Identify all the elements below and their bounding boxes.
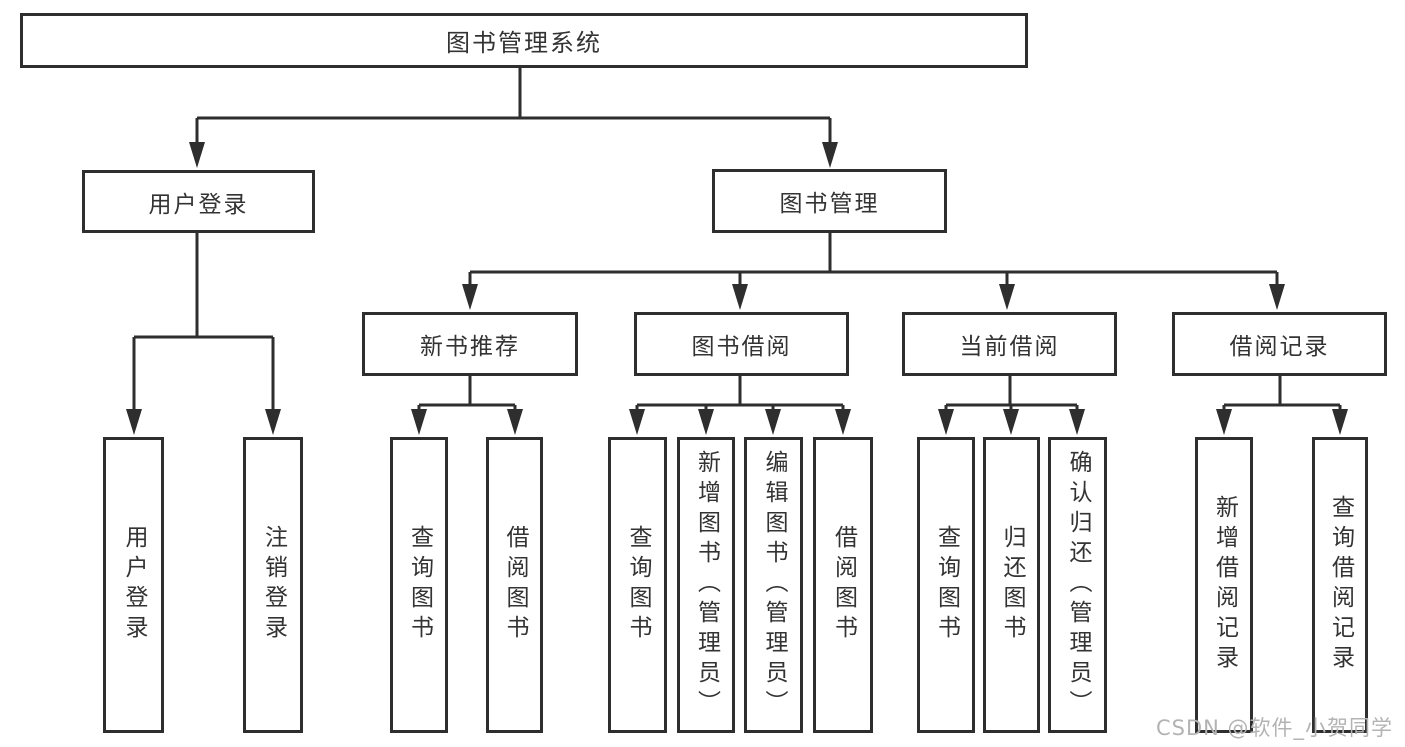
leaf-label: 用户登录	[121, 525, 147, 645]
arrow-down-icons	[126, 142, 1348, 435]
leaf-label: 查询图书	[625, 525, 651, 645]
leaf-add-borrow-record: 新增借阅记录	[1195, 437, 1253, 733]
node-user-login: 用户登录	[82, 170, 315, 233]
leaf-query-books-recommend: 查询图书	[390, 437, 448, 733]
leaf-label: 新增图书（管理员）	[693, 450, 720, 720]
leaf-add-book-admin: 新增图书（管理员）	[677, 437, 735, 733]
node-label: 当前借阅	[959, 334, 1060, 360]
leaf-borrow-books-recommend: 借阅图书	[486, 437, 543, 733]
leaf-query-books-current: 查询图书	[917, 437, 975, 733]
node-borrow-records: 借阅记录	[1172, 312, 1387, 376]
node-book-management: 图书管理	[712, 169, 947, 233]
leaf-edit-book-admin: 编辑图书（管理员）	[744, 437, 803, 733]
leaf-label: 查询图书	[933, 525, 960, 645]
leaf-label: 新增借阅记录	[1211, 495, 1238, 675]
node-label: 图书管理系统	[446, 29, 602, 57]
node-label: 新书推荐	[420, 334, 520, 360]
leaf-confirm-return-admin: 确认归还（管理员）	[1048, 437, 1107, 733]
node-label: 借阅记录	[1229, 334, 1330, 360]
leaf-label: 注销登录	[260, 525, 287, 645]
node-label: 图书管理	[779, 191, 880, 217]
leaf-label: 归还图书	[999, 525, 1025, 645]
leaf-logout: 注销登录	[243, 437, 303, 733]
leaf-label: 确认归还（管理员）	[1065, 450, 1091, 720]
node-label: 用户登录	[148, 191, 249, 218]
node-new-book-recommend: 新书推荐	[362, 312, 578, 376]
leaf-query-books-borrow: 查询图书	[608, 437, 667, 733]
node-current-borrow: 当前借阅	[902, 312, 1117, 376]
node-library-system: 图书管理系统	[20, 13, 1028, 68]
leaf-user-login: 用户登录	[103, 437, 164, 733]
leaf-label: 编辑图书（管理员）	[761, 450, 787, 720]
leaf-label: 查询借阅记录	[1327, 495, 1354, 675]
node-book-borrow: 图书借阅	[634, 312, 849, 376]
leaf-label: 查询图书	[406, 525, 433, 645]
leaf-return-books: 归还图书	[983, 437, 1040, 733]
node-label: 图书借阅	[691, 334, 792, 360]
leaf-label: 借阅图书	[502, 525, 528, 645]
leaf-borrow-books: 借阅图书	[813, 437, 873, 733]
leaf-label: 借阅图书	[830, 525, 857, 645]
leaf-query-borrow-record: 查询借阅记录	[1312, 437, 1368, 733]
csdn-watermark: CSDN @软件_小贺同学	[1156, 716, 1394, 740]
